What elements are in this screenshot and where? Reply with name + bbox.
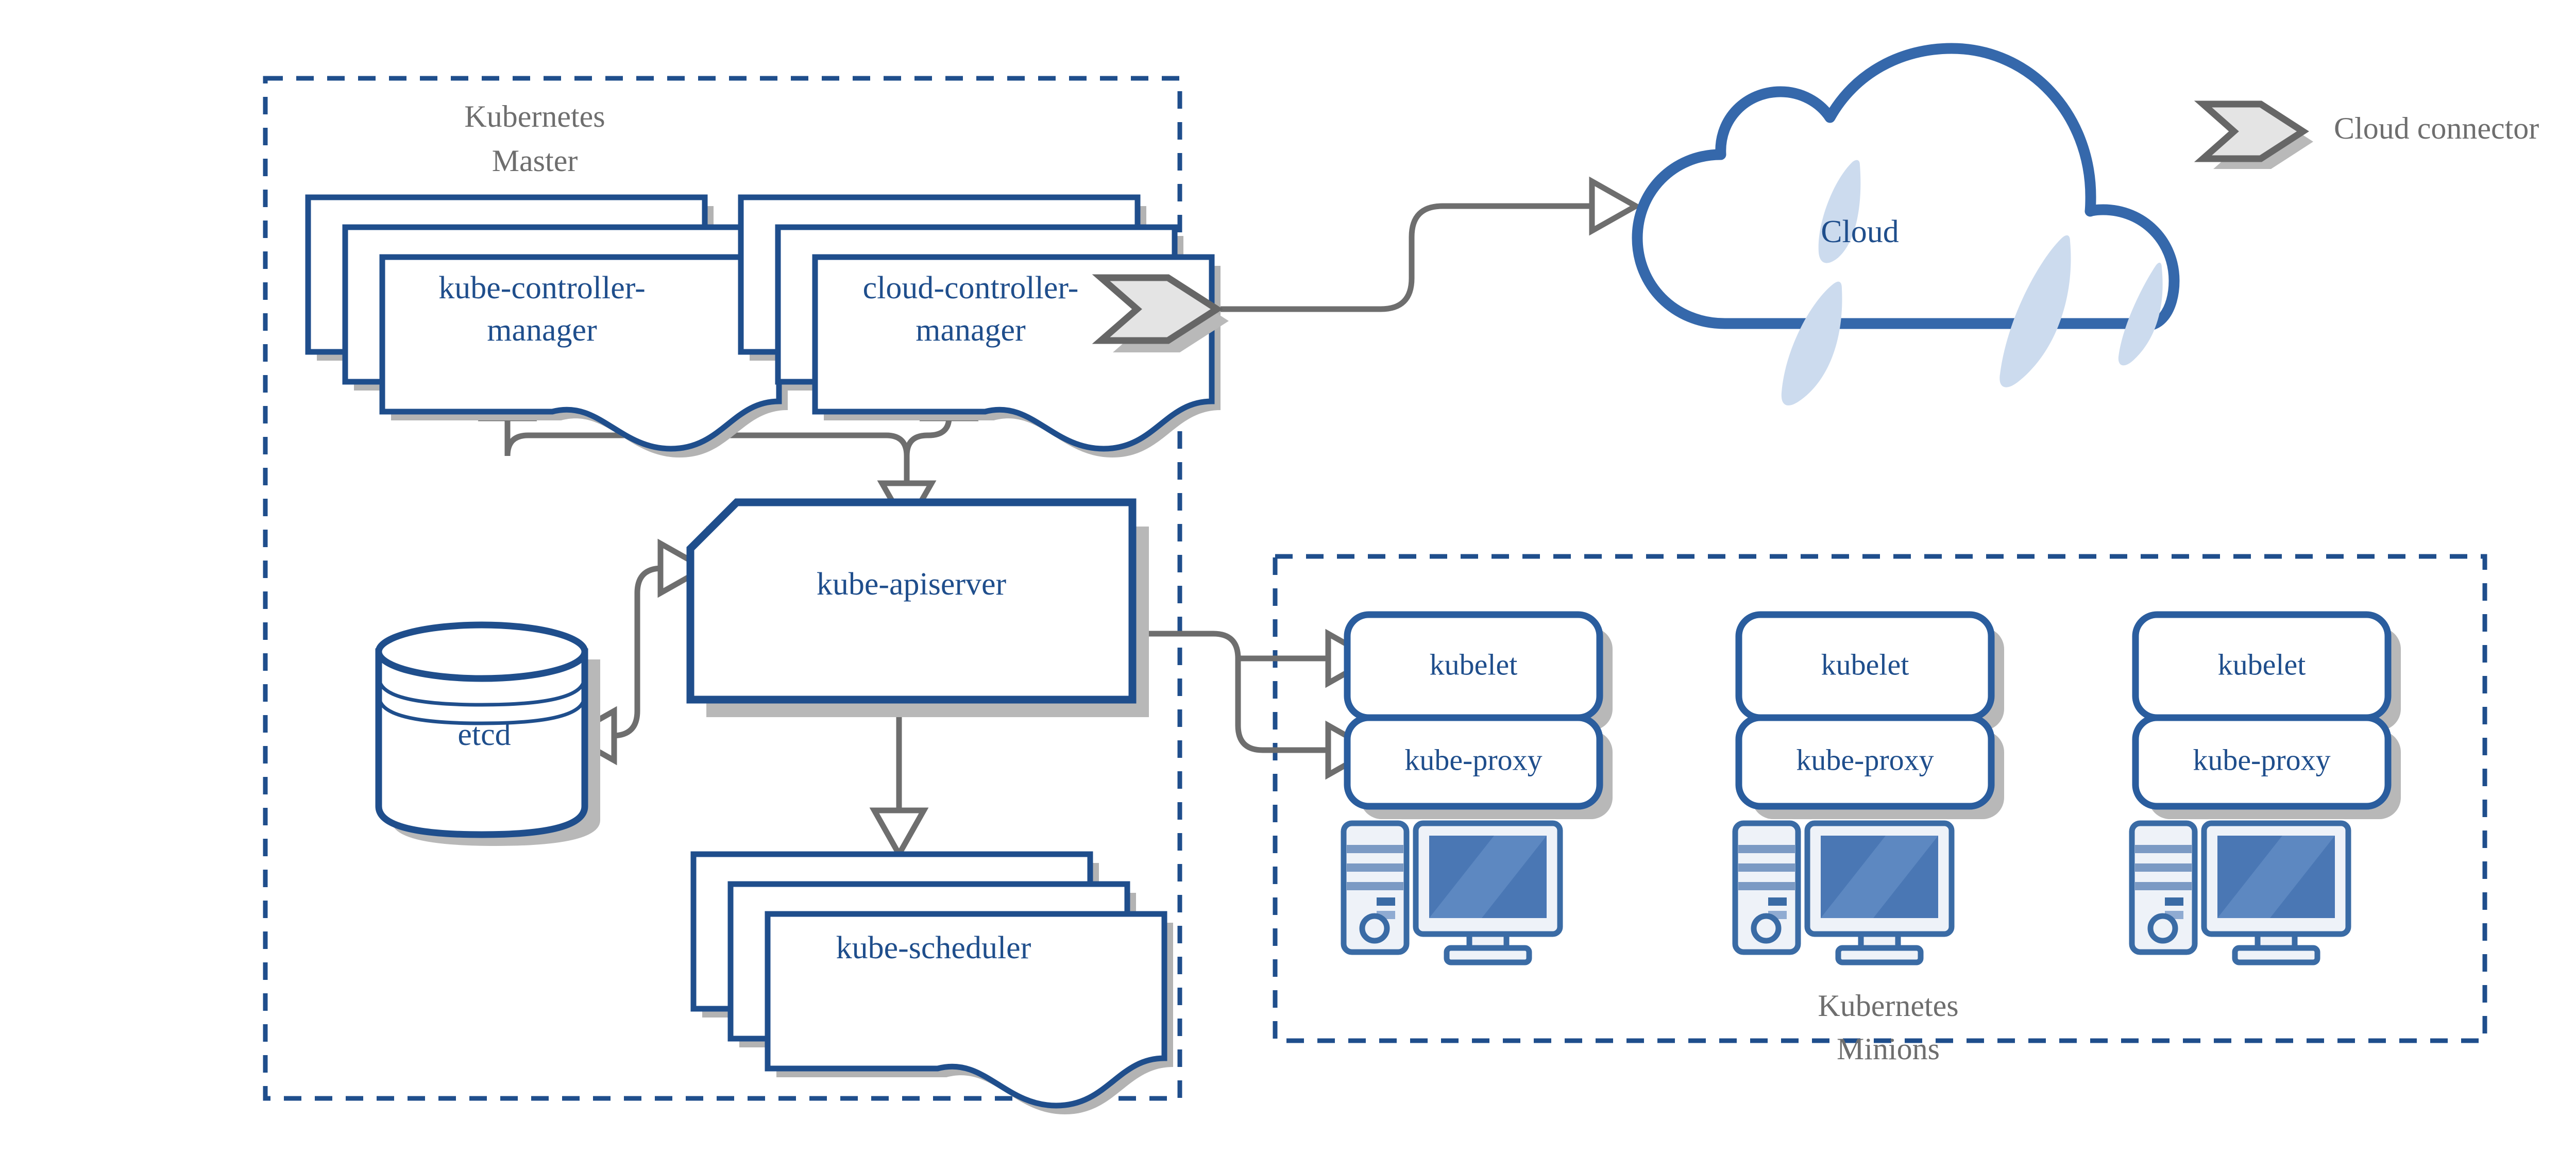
kubelet-label-1: kubelet: [1430, 648, 1518, 681]
etcd[interactable]: etcd: [375, 621, 600, 846]
kube-scheduler[interactable]: kube-scheduler: [693, 854, 1173, 1114]
legend-cloud-connector: Cloud connector: [2194, 100, 2539, 169]
kube-controller-manager-label-line1: kube-controller-: [438, 270, 646, 306]
kubernetes-master-boundary: [263, 76, 1182, 1101]
kube-proxy-label-3: kube-proxy: [2193, 743, 2330, 776]
minion-node-2[interactable]: kubelet kube-proxy: [1732, 611, 2004, 965]
cloud-controller-manager-label-line1: cloud-controller-: [863, 270, 1079, 306]
kube-controller-manager[interactable]: kube-controller- manager: [308, 197, 788, 457]
kube-apiserver-label: kube-apiserver: [817, 567, 1007, 602]
minion-node-3[interactable]: kubelet kube-proxy: [2129, 611, 2401, 965]
connector-apiserver-to-etcd: [564, 538, 710, 766]
kubelet-label-2: kubelet: [1821, 648, 1909, 681]
kubelet-label-3: kubelet: [2218, 648, 2306, 681]
cloud-controller-manager[interactable]: cloud-controller- manager: [741, 197, 1221, 457]
cloud-controller-manager-label-line2: manager: [916, 313, 1026, 348]
etcd-label: etcd: [457, 717, 511, 752]
kube-scheduler-label: kube-scheduler: [836, 930, 1031, 965]
kube-apiserver[interactable]: kube-apiserver: [686, 498, 1149, 717]
kubernetes-minions-boundary: [1273, 554, 2487, 1043]
desktop-computer-icon-2: [1732, 820, 1955, 965]
desktop-computer-icon-1: [1341, 820, 1563, 965]
minions-label-line1: Kubernetes: [1818, 989, 1958, 1023]
connector-ccm-to-cloud: [1185, 176, 1642, 312]
kube-proxy-label-2: kube-proxy: [1796, 743, 1934, 776]
desktop-computer-icon-3: [2129, 820, 2351, 965]
minions-label-line2: Minions: [1837, 1032, 1940, 1066]
kube-controller-manager-label-line2: manager: [487, 313, 597, 348]
kube-proxy-label-1: kube-proxy: [1404, 743, 1542, 776]
minion-node-1[interactable]: kubelet kube-proxy: [1341, 611, 1613, 965]
legend-label: Cloud connector: [2334, 111, 2539, 145]
cloud-label: Cloud: [1821, 214, 1899, 249]
cloud-connector-icon: [1092, 274, 1229, 352]
master-label-line2: Master: [492, 144, 578, 178]
master-label-line1: Kubernetes: [464, 99, 605, 133]
cloud[interactable]: Cloud: [1632, 43, 2180, 405]
